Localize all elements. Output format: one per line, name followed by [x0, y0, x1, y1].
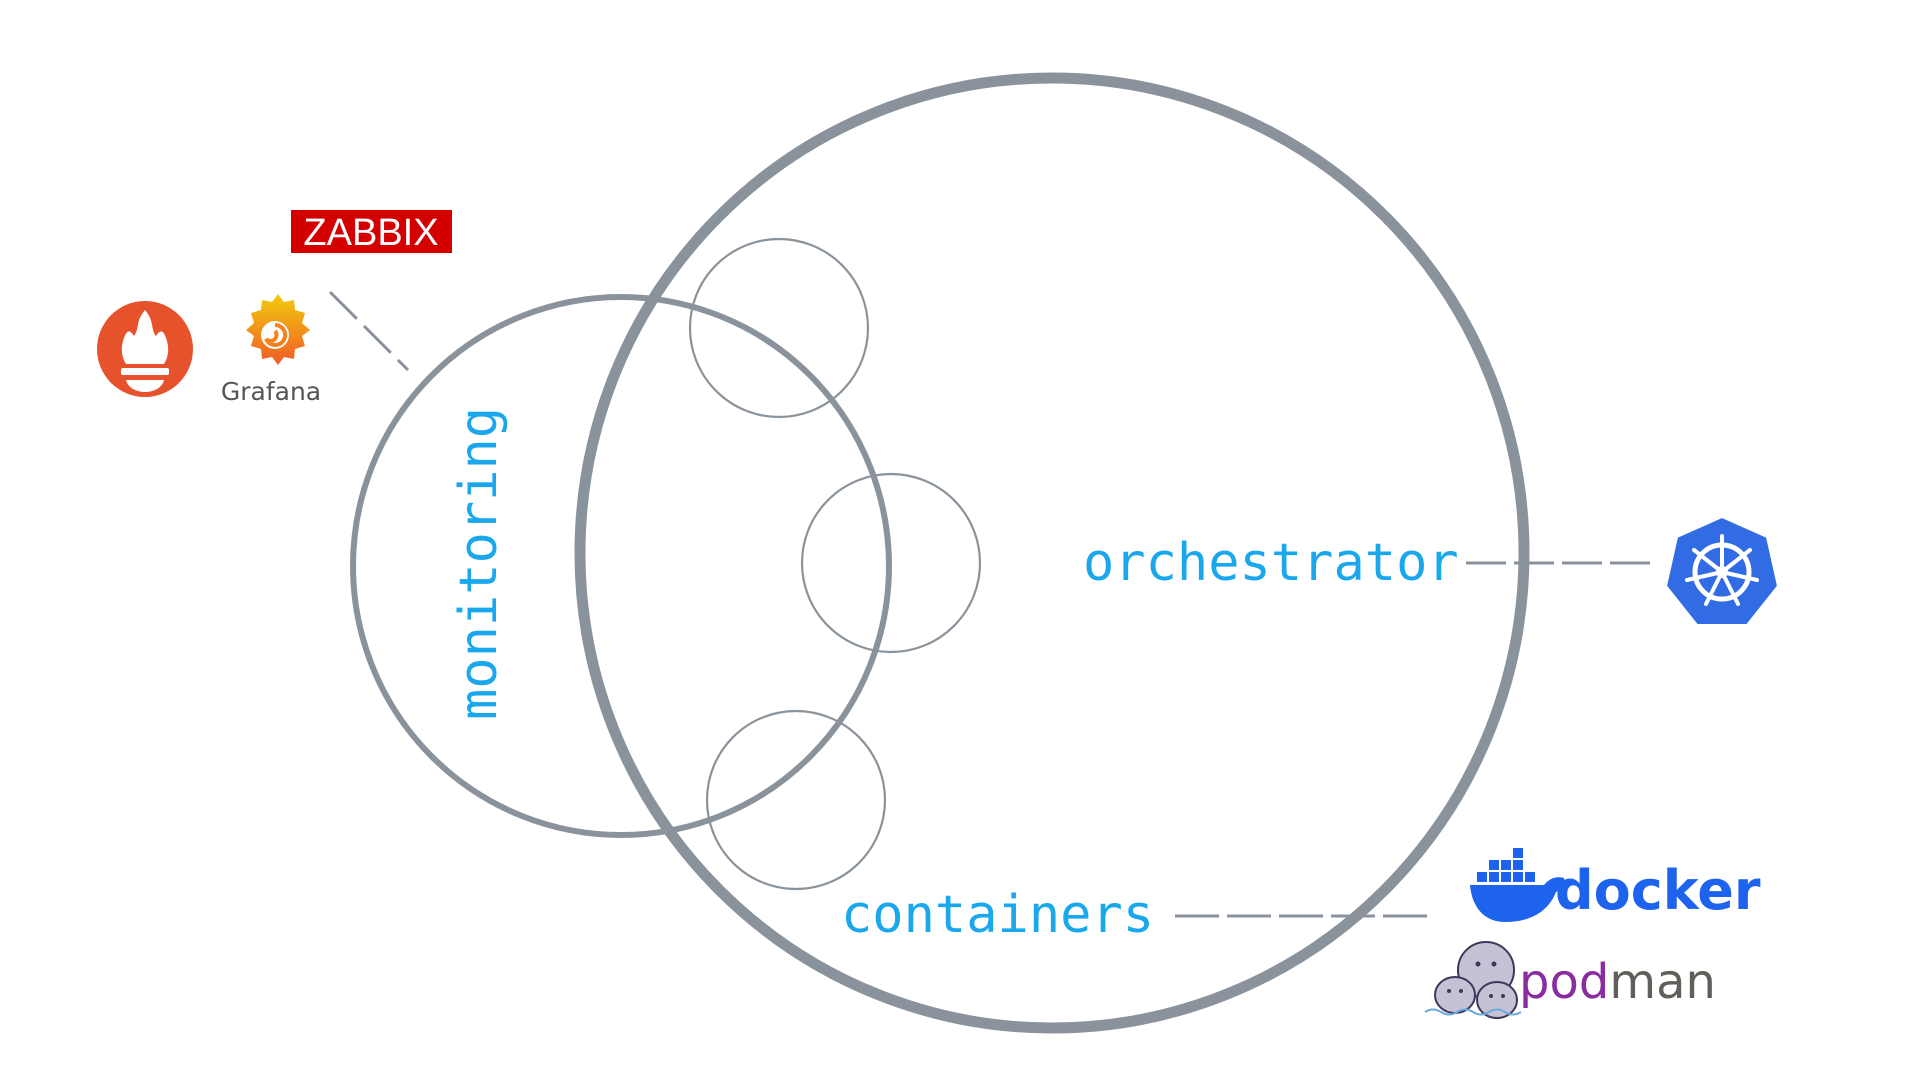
- zabbix-logo: ZABBIX: [291, 210, 452, 254]
- podman-logo: podman: [1424, 941, 1716, 1019]
- zabbix-logo-text: ZABBIX: [303, 212, 438, 254]
- container-circle-top: [688, 237, 870, 419]
- docker-logo-text: docker: [1555, 859, 1761, 922]
- kubernetes-icon: [1664, 515, 1780, 626]
- docker-whale-icon: [1470, 848, 1565, 922]
- monitoring-circle: [350, 294, 892, 838]
- podman-logo-man: man: [1609, 954, 1716, 1010]
- podman-logo-text: podman: [1519, 954, 1716, 1010]
- zabbix-connector: [328, 290, 410, 372]
- containers-label: containers: [841, 885, 1154, 945]
- podman-seals-icon: [1424, 941, 1522, 1019]
- docker-logo: docker: [1470, 848, 1761, 922]
- prometheus-icon: [97, 301, 193, 397]
- grafana-icon: [246, 294, 310, 365]
- container-circle-middle: [800, 472, 982, 654]
- container-circle-bottom: [705, 709, 887, 891]
- monitoring-label: monitoring: [449, 407, 509, 720]
- orchestrator-label: orchestrator: [1083, 533, 1459, 593]
- podman-logo-pod: pod: [1519, 954, 1609, 1010]
- grafana-logo: Grafana: [221, 294, 321, 406]
- orchestrator-circle: [574, 72, 1530, 1034]
- grafana-logo-text: Grafana: [221, 377, 321, 406]
